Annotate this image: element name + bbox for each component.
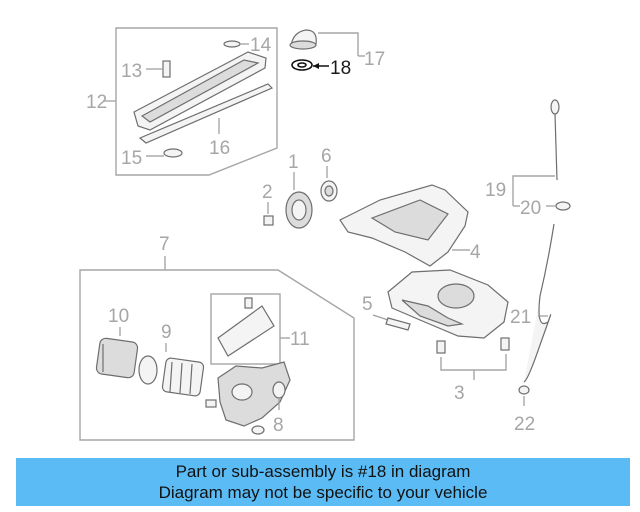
oil-pan-drain-plug [436, 340, 446, 354]
parts-diagram: 12 16 13 14 15 17 18 1 2 [79, 27, 571, 441]
oil-filler-cap-base [289, 40, 317, 50]
element-rib-2 [179, 362, 183, 394]
housing-port [231, 383, 253, 401]
oil-pan-ridge [401, 299, 465, 327]
oil-pan-bolt [500, 337, 510, 351]
spark-plug-tube-seal [163, 148, 183, 158]
callout-17-leader [318, 32, 359, 56]
dipstick-group: 19 20 21 22 [485, 99, 571, 435]
pulley-bolt [263, 215, 274, 226]
housing-bolt [205, 399, 217, 408]
oil-pan-group: 3 5 [362, 269, 510, 404]
callout-21: 21 [510, 307, 531, 328]
oil-strainer [385, 317, 411, 331]
info-banner: Part or sub-assembly is #18 in diagram D… [16, 458, 630, 506]
oil-filter [95, 337, 139, 379]
oil-filter-element [161, 357, 205, 397]
valve-cover-ridge [140, 59, 260, 123]
oil-filter-gasket [138, 355, 158, 385]
crank-pulley-group: 1 2 6 [262, 146, 338, 229]
callout-20: 20 [520, 198, 541, 219]
callout-17: 17 [364, 49, 385, 70]
valve-cover-group: 12 16 13 14 15 [86, 27, 278, 176]
oil-filter-housing [217, 361, 291, 427]
crank-pulley-hub [291, 199, 307, 221]
callout-12: 12 [86, 92, 107, 113]
oil-filter-group: 7 10 9 11 8 [79, 234, 355, 441]
element-rib-3 [189, 363, 193, 395]
housing-seal [251, 425, 265, 435]
callout-10: 10 [108, 306, 129, 327]
cover-bolt [162, 60, 171, 78]
callout-19-leader [512, 175, 555, 188]
housing-o-ring [272, 381, 286, 399]
callout-4: 4 [470, 242, 481, 263]
oil-baffle-recess [370, 199, 449, 241]
front-crank-seal-inner [324, 185, 334, 197]
oil-pan-sump [437, 283, 475, 309]
callout-5-leader [372, 314, 389, 321]
callout-1: 1 [288, 152, 299, 173]
callout-22: 22 [514, 414, 535, 435]
callout-5: 5 [362, 294, 373, 315]
callout-2: 2 [262, 182, 273, 203]
baffle-group: 4 [339, 184, 481, 267]
callout-6: 6 [321, 146, 332, 167]
group-7-outline [79, 269, 355, 441]
callout-18-arrow [313, 63, 319, 69]
callout-13: 13 [121, 61, 142, 82]
oil-cooler-bolt [244, 297, 253, 309]
cover-grommet [223, 40, 241, 48]
dipstick-shaft [554, 113, 558, 181]
group-11-outline [210, 293, 281, 365]
callout-7: 7 [159, 234, 170, 255]
callout-9: 9 [161, 322, 172, 343]
banner-line-2: Diagram may not be specific to your vehi… [158, 483, 488, 502]
callout-3-bracket [440, 354, 507, 371]
callout-19: 19 [485, 180, 506, 201]
callout-15: 15 [121, 148, 142, 169]
dipstick-handle [550, 99, 560, 115]
oil-filler-cap-group: 17 18 [289, 29, 385, 79]
callout-18: 18 [330, 58, 351, 79]
dipstick-o-ring [555, 201, 571, 211]
valve-cover-gasket [138, 83, 274, 144]
callout-3: 3 [454, 383, 465, 404]
element-rib-1 [169, 361, 173, 393]
group-12-outline [115, 27, 278, 176]
banner-line-1: Part or sub-assembly is #18 in diagram [175, 462, 471, 481]
callout-14: 14 [250, 35, 272, 56]
dipstick-tube [523, 223, 555, 383]
oil-cooler-gasket [217, 305, 275, 357]
oil-filler-cap-seal-hole [297, 62, 307, 68]
callout-8: 8 [273, 415, 284, 436]
dipstick-tube-o-ring [518, 385, 530, 395]
callout-11: 11 [290, 329, 310, 350]
callout-16: 16 [209, 138, 230, 159]
